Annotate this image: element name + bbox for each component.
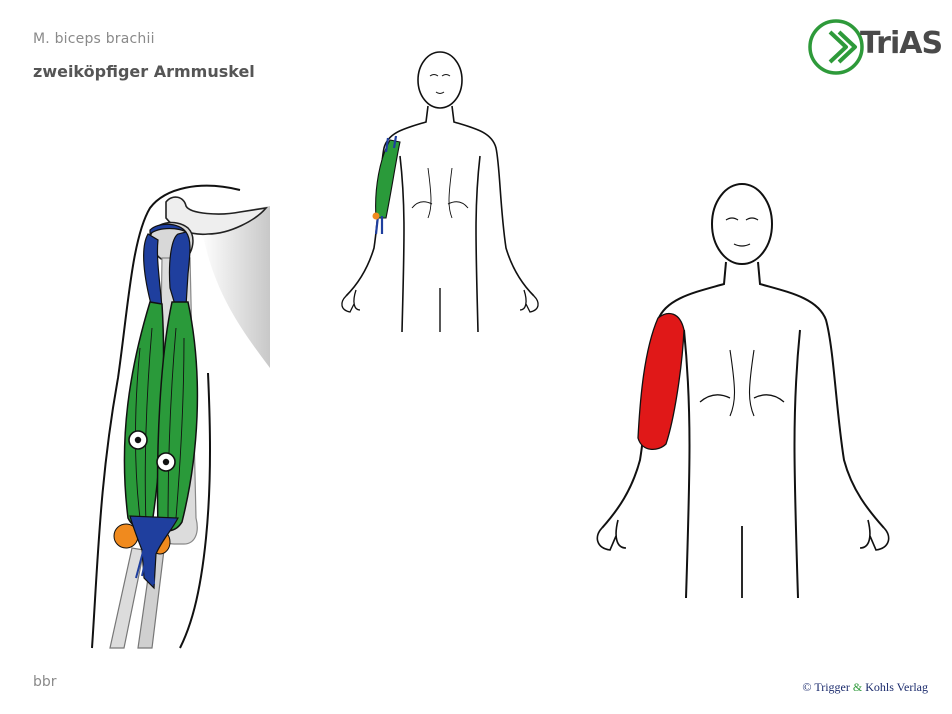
trias-logo bbox=[808, 19, 864, 75]
torso-outline bbox=[345, 105, 535, 297]
copyright-part2: Kohls Verlag bbox=[865, 680, 928, 694]
copyright-symbol: © bbox=[802, 680, 812, 694]
muscle-abbreviation: bbr bbox=[33, 674, 57, 690]
radius-bone bbox=[109, 547, 145, 649]
pain-zone bbox=[637, 312, 685, 450]
copyright-notice: © Trigger & Kohls Verlag bbox=[802, 680, 928, 695]
copyright-ampersand: & bbox=[852, 680, 863, 694]
trigger-point-icon bbox=[128, 430, 148, 450]
distal-tendon bbox=[129, 515, 179, 590]
body-muscle-location-figure bbox=[341, 51, 539, 333]
copyright-part1: Trigger bbox=[814, 680, 850, 694]
logo-ring-icon bbox=[808, 19, 864, 75]
arm-outline bbox=[91, 184, 241, 649]
mini-attachment bbox=[372, 212, 380, 220]
trigger-point-icon bbox=[156, 452, 176, 472]
left-hand-outline bbox=[596, 519, 627, 551]
left-hand-outline bbox=[341, 289, 361, 313]
logo-chevron-icon bbox=[828, 30, 848, 64]
right-hand-outline bbox=[859, 519, 890, 551]
arm-detail-illustration bbox=[91, 184, 270, 649]
mini-biceps bbox=[375, 139, 401, 219]
long-head-tendon bbox=[168, 231, 191, 309]
german-muscle-name: zweiköpfiger Armmuskel bbox=[33, 62, 255, 81]
head-outline bbox=[417, 51, 463, 109]
head-outline bbox=[711, 183, 773, 265]
right-hand-outline bbox=[519, 289, 539, 313]
latin-muscle-name: M. biceps brachii bbox=[33, 31, 155, 47]
logo-text: TriAS bbox=[860, 26, 943, 61]
body-pain-zone-figure bbox=[596, 183, 890, 599]
